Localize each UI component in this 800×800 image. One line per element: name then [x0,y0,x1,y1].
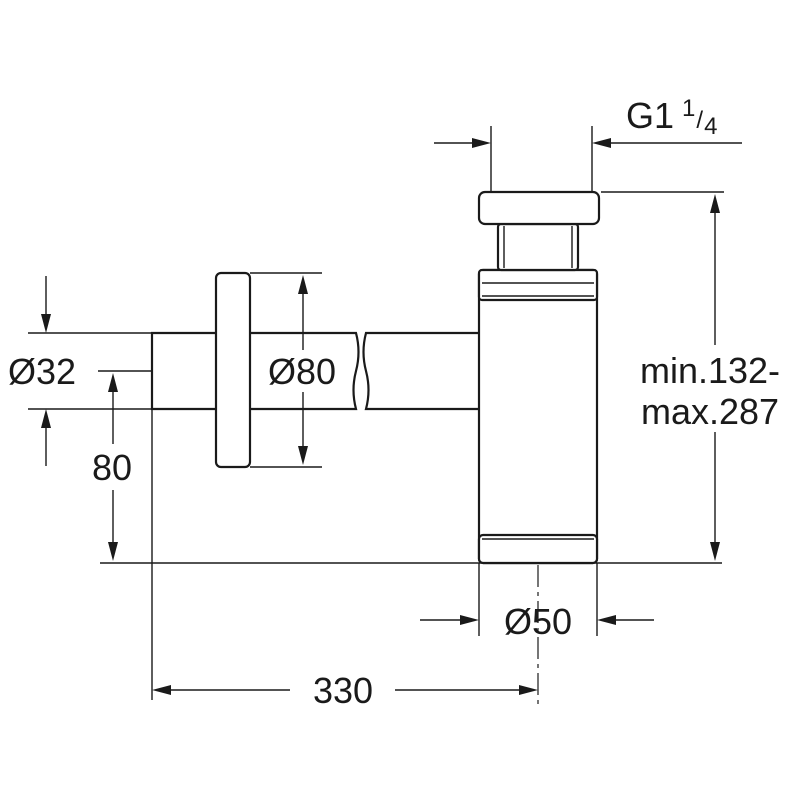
height-range-label-min: min.132- [640,350,780,391]
trap-body [477,268,599,565]
wall-rosette [214,271,252,469]
dim-body-diameter: Ø50 [420,563,654,642]
reference-lines [98,370,722,705]
top-nut [477,190,601,226]
height-range-label-max: max.287 [641,391,779,432]
outlet-pipe-right [362,331,498,411]
body-diameter-label: Ø50 [504,601,572,642]
dim-wall-distance: 330 [152,670,538,711]
dim-outlet-diameter: Ø32 [8,276,152,466]
wall-distance-label: 330 [313,670,373,711]
bottle-trap-parts [150,190,601,565]
trap-neck [496,222,580,272]
dim-rosette-diameter: Ø80 [250,272,336,468]
dim-outlet-height: 80 [92,373,132,561]
outlet-diameter-label: Ø32 [8,351,76,392]
outlet-height-label: 80 [92,447,132,488]
rosette-diameter-label: Ø80 [268,351,336,392]
dim-height-range: min.132- max.287 [601,191,780,561]
outlet-pipe-left [150,331,360,411]
